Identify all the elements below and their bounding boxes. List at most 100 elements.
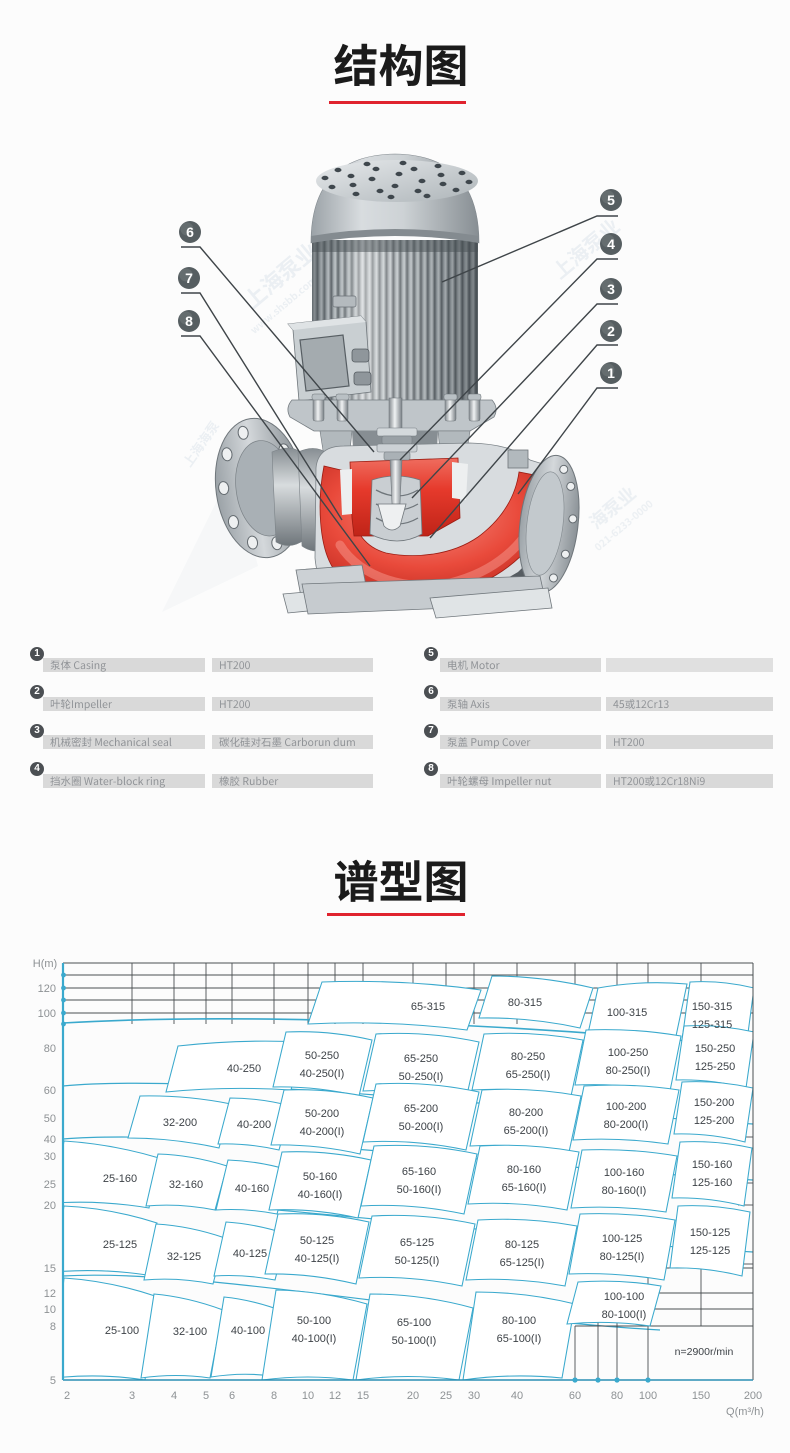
svg-text:50-125: 50-125 [300,1235,334,1247]
svg-text:50-160: 50-160 [303,1171,337,1183]
svg-text:5: 5 [50,1375,56,1387]
svg-text:40-200(I): 40-200(I) [300,1126,345,1138]
svg-text:5: 5 [607,192,615,208]
svg-text:150: 150 [692,1390,710,1402]
svg-text:120: 120 [38,983,56,995]
svg-text:80-250(I): 80-250(I) [606,1065,651,1077]
svg-text:30: 30 [468,1390,480,1402]
svg-text:80-200(I): 80-200(I) [604,1119,649,1131]
svg-text:8: 8 [271,1390,277,1402]
svg-text:30: 30 [44,1151,56,1163]
svg-text:65-200: 65-200 [404,1103,438,1115]
svg-text:50-100: 50-100 [297,1315,331,1327]
svg-text:10: 10 [44,1304,56,1316]
svg-text:40: 40 [44,1134,56,1146]
svg-text:1: 1 [607,365,615,381]
svg-text:6: 6 [229,1390,235,1402]
svg-text:40-125(I): 40-125(I) [295,1253,340,1265]
svg-text:80-100: 80-100 [502,1315,536,1327]
svg-text:40-200: 40-200 [237,1119,271,1131]
svg-text:150-125: 150-125 [690,1227,730,1239]
svg-text:80-100(I): 80-100(I) [602,1309,647,1321]
svg-text:50: 50 [44,1113,56,1125]
svg-text:65-100: 65-100 [397,1317,431,1329]
svg-text:8: 8 [185,313,193,329]
svg-text:H(m): H(m) [33,958,57,970]
svg-text:80-315: 80-315 [508,997,542,1009]
svg-text:150-200: 150-200 [694,1097,734,1109]
svg-text:100-250: 100-250 [608,1047,648,1059]
svg-text:3: 3 [607,281,615,297]
svg-text:8: 8 [50,1321,56,1333]
svg-text:60: 60 [569,1390,581,1402]
svg-text:150-315: 150-315 [692,1001,732,1013]
svg-text:32-160: 32-160 [169,1179,203,1191]
svg-text:80-125: 80-125 [505,1239,539,1251]
svg-text:25-100: 25-100 [105,1325,139,1337]
svg-text:100: 100 [639,1390,657,1402]
svg-text:65-200(I): 65-200(I) [504,1125,549,1137]
svg-text:40-250(I): 40-250(I) [300,1068,345,1080]
svg-text:10: 10 [302,1390,314,1402]
svg-text:65-125: 65-125 [400,1237,434,1249]
svg-text:6: 6 [186,224,194,240]
svg-text:60: 60 [44,1085,56,1097]
svg-text:20: 20 [407,1390,419,1402]
svg-text:80: 80 [44,1043,56,1055]
svg-text:40-160: 40-160 [235,1183,269,1195]
svg-text:65-250: 65-250 [404,1053,438,1065]
svg-text:50-100(I): 50-100(I) [392,1335,437,1347]
svg-text:80-200: 80-200 [509,1107,543,1119]
svg-text:100: 100 [38,1008,56,1020]
svg-text:5: 5 [203,1390,209,1402]
svg-text:100-160: 100-160 [604,1167,644,1179]
svg-text:80-125(I): 80-125(I) [600,1251,645,1263]
svg-text:125-315: 125-315 [692,1019,732,1031]
svg-text:150-250: 150-250 [695,1043,735,1055]
svg-text:Q(m³/h): Q(m³/h) [726,1406,764,1418]
svg-text:25-160: 25-160 [103,1173,137,1185]
svg-text:150-160: 150-160 [692,1159,732,1171]
svg-text:125-125: 125-125 [690,1245,730,1257]
svg-text:40-100(I): 40-100(I) [292,1333,337,1345]
svg-text:80: 80 [611,1390,623,1402]
svg-text:125-250: 125-250 [695,1061,735,1073]
svg-text:40-160(I): 40-160(I) [298,1189,343,1201]
svg-text:50-200(I): 50-200(I) [399,1121,444,1133]
svg-text:40: 40 [511,1390,523,1402]
svg-text:125-160: 125-160 [692,1177,732,1189]
svg-text:2: 2 [64,1390,70,1402]
svg-text:80-160(I): 80-160(I) [602,1185,647,1197]
svg-text:100-200: 100-200 [606,1101,646,1113]
svg-text:32-100: 32-100 [173,1326,207,1338]
svg-text:40-250: 40-250 [227,1063,261,1075]
svg-text:50-125(I): 50-125(I) [395,1255,440,1267]
svg-text:12: 12 [44,1288,56,1300]
svg-text:100-100: 100-100 [604,1291,644,1303]
svg-text:7: 7 [185,270,193,286]
svg-text:65-125(I): 65-125(I) [500,1257,545,1269]
svg-text:25-125: 25-125 [103,1239,137,1251]
svg-text:65-160: 65-160 [402,1166,436,1178]
svg-text:100-315: 100-315 [607,1007,647,1019]
svg-text:65-160(I): 65-160(I) [502,1182,547,1194]
svg-text:50-160(I): 50-160(I) [397,1184,442,1196]
svg-text:32-125: 32-125 [167,1251,201,1263]
svg-text:15: 15 [44,1263,56,1275]
svg-text:125-200: 125-200 [694,1115,734,1127]
svg-text:n=2900r/min: n=2900r/min [675,1346,734,1358]
svg-text:3: 3 [129,1390,135,1402]
svg-text:80-250: 80-250 [511,1051,545,1063]
svg-text:4: 4 [607,236,615,252]
svg-text:50-200: 50-200 [305,1108,339,1120]
svg-text:65-100(I): 65-100(I) [497,1333,542,1345]
svg-text:25: 25 [440,1390,452,1402]
svg-text:65-250(I): 65-250(I) [506,1069,551,1081]
svg-text:15: 15 [357,1390,369,1402]
svg-text:25: 25 [44,1179,56,1191]
svg-text:65-315: 65-315 [411,1001,445,1013]
svg-text:12: 12 [329,1390,341,1402]
svg-text:40-125: 40-125 [233,1248,267,1260]
svg-text:20: 20 [44,1200,56,1212]
svg-text:32-200: 32-200 [163,1117,197,1129]
